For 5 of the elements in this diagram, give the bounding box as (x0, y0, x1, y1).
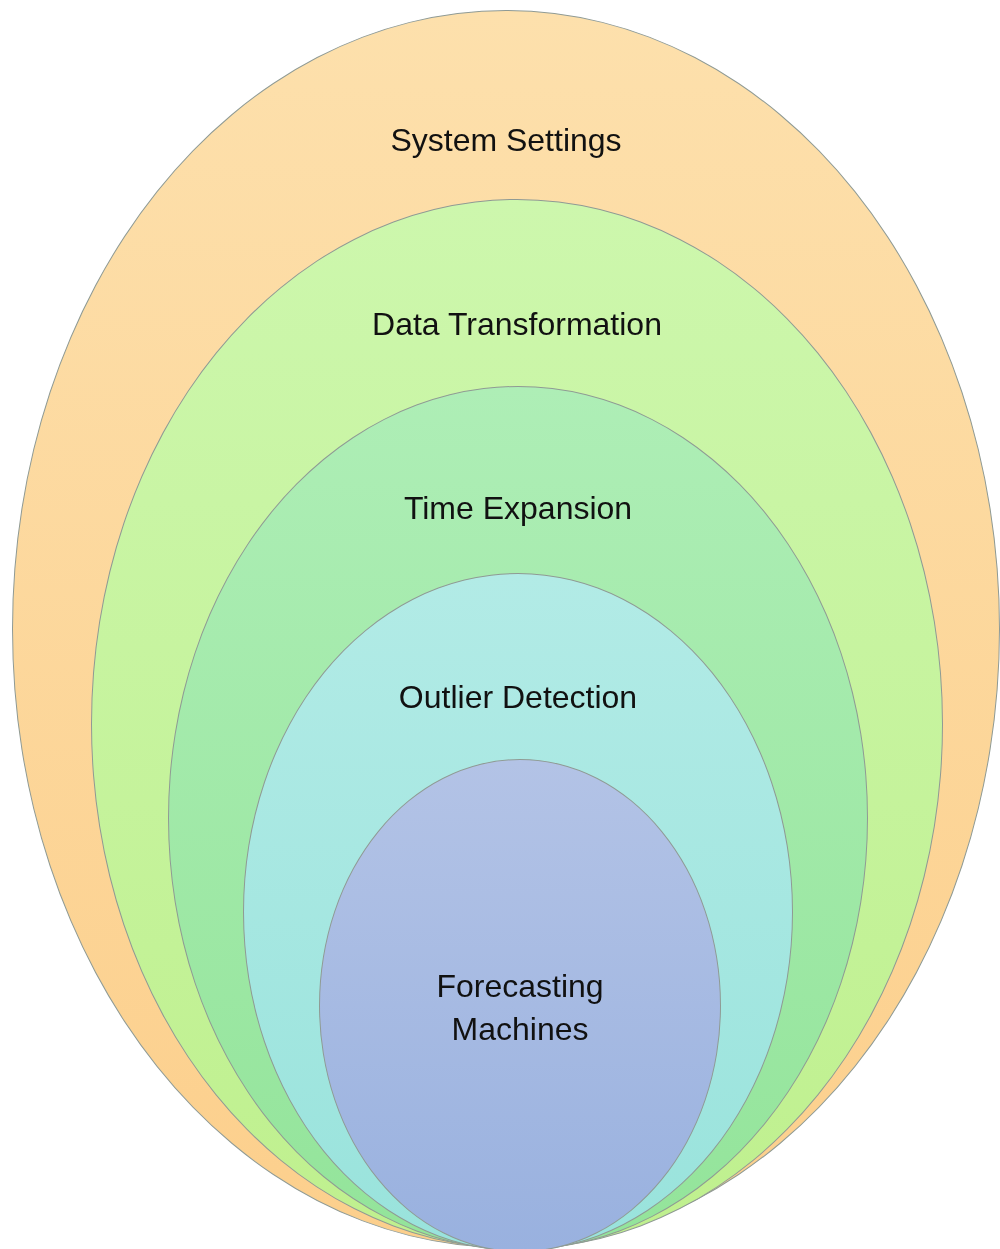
layer-label: Outlier Detection (397, 678, 639, 717)
layer-label: Data Transformation (371, 305, 663, 344)
layer-label: Forecasting Machines (435, 967, 605, 1050)
layer-label: Time Expansion (402, 489, 634, 528)
layer-label: System Settings (389, 121, 623, 160)
